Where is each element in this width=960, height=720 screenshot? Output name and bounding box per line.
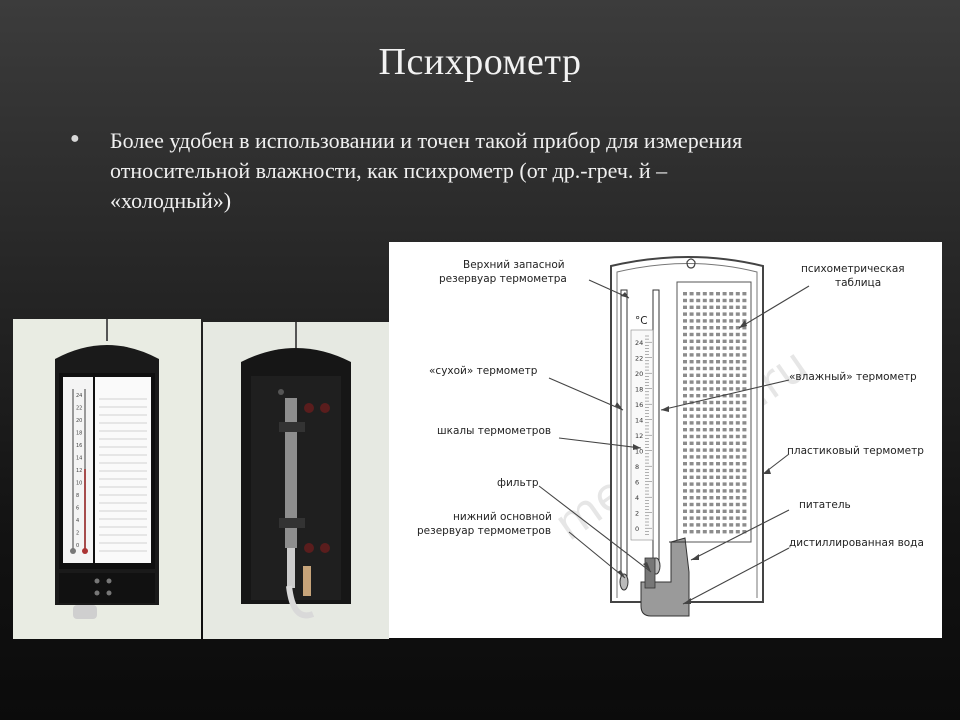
photo-scale-mark: 4 [76,518,79,524]
photo-scale-mark: 16 [76,443,82,449]
diagram-scale-mark: 4 [635,494,639,502]
slide-title: Психрометр [378,41,582,83]
label-feeder: питатель [799,499,851,511]
diagram-scale-mark: 16 [635,401,643,409]
label-filter: фильтр [497,477,539,489]
diagram-scale-mark: 20 [635,370,643,378]
label-water: дистиллированная вода [789,537,924,549]
photo-scale-mark: 22 [76,406,82,412]
bullet-text: Более удобен в использовании и точен так… [110,128,743,213]
diagram-scale-mark: 10 [635,448,643,456]
label-table-2: таблица [835,277,881,289]
photo-scale-mark: 12 [76,468,82,474]
diagram-scale-mark: 12 [635,432,643,440]
diagram-scale-mark: 2 [635,510,639,518]
label-top-reservoir-2: резервуар термометра [439,273,567,285]
photo-scale-mark: 6 [76,506,79,512]
photo-scale-mark: 20 [76,418,82,424]
label-wet-thermometer: «влажный» термометр [789,371,917,383]
photo-scale-mark: 2 [76,531,79,537]
label-dry-thermometer: «сухой» термометр [429,365,538,377]
label-bottom-reservoir-2: резервуар термометров [417,525,551,537]
diagram-scale-mark: 6 [635,479,639,487]
diagram-scale-mark: 24 [635,339,643,347]
photo-scale-mark: 18 [76,431,82,437]
photo-scale-mark: 10 [76,481,82,487]
label-bottom-reservoir-1: нижний основной [453,511,552,523]
photo-scale-mark: 0 [76,543,79,549]
psychrometer-photo-back [203,322,389,639]
diagram-scale-mark: 0 [635,525,639,533]
photo-scale-mark: 8 [76,493,79,499]
label-table-1: психометрическая [801,263,905,275]
photo-scale-mark: 24 [76,393,82,399]
photo-scale-mark: 14 [76,456,82,462]
diagram-scale-mark: 14 [635,417,643,425]
label-top-reservoir-1: Верхний запасной [463,259,565,271]
diagram-scale-mark: 22 [635,355,643,363]
degree-label: °C [635,315,648,327]
bullet-item: ● Более удобен в использовании и точен т… [70,126,890,216]
diagram-scale-mark: 18 [635,386,643,394]
label-plastic: пластиковый термометр [787,445,924,457]
label-scales: шкалы термометров [437,425,551,437]
bullet-icon: ● [70,130,80,147]
diagram-scale-mark: 8 [635,463,639,471]
